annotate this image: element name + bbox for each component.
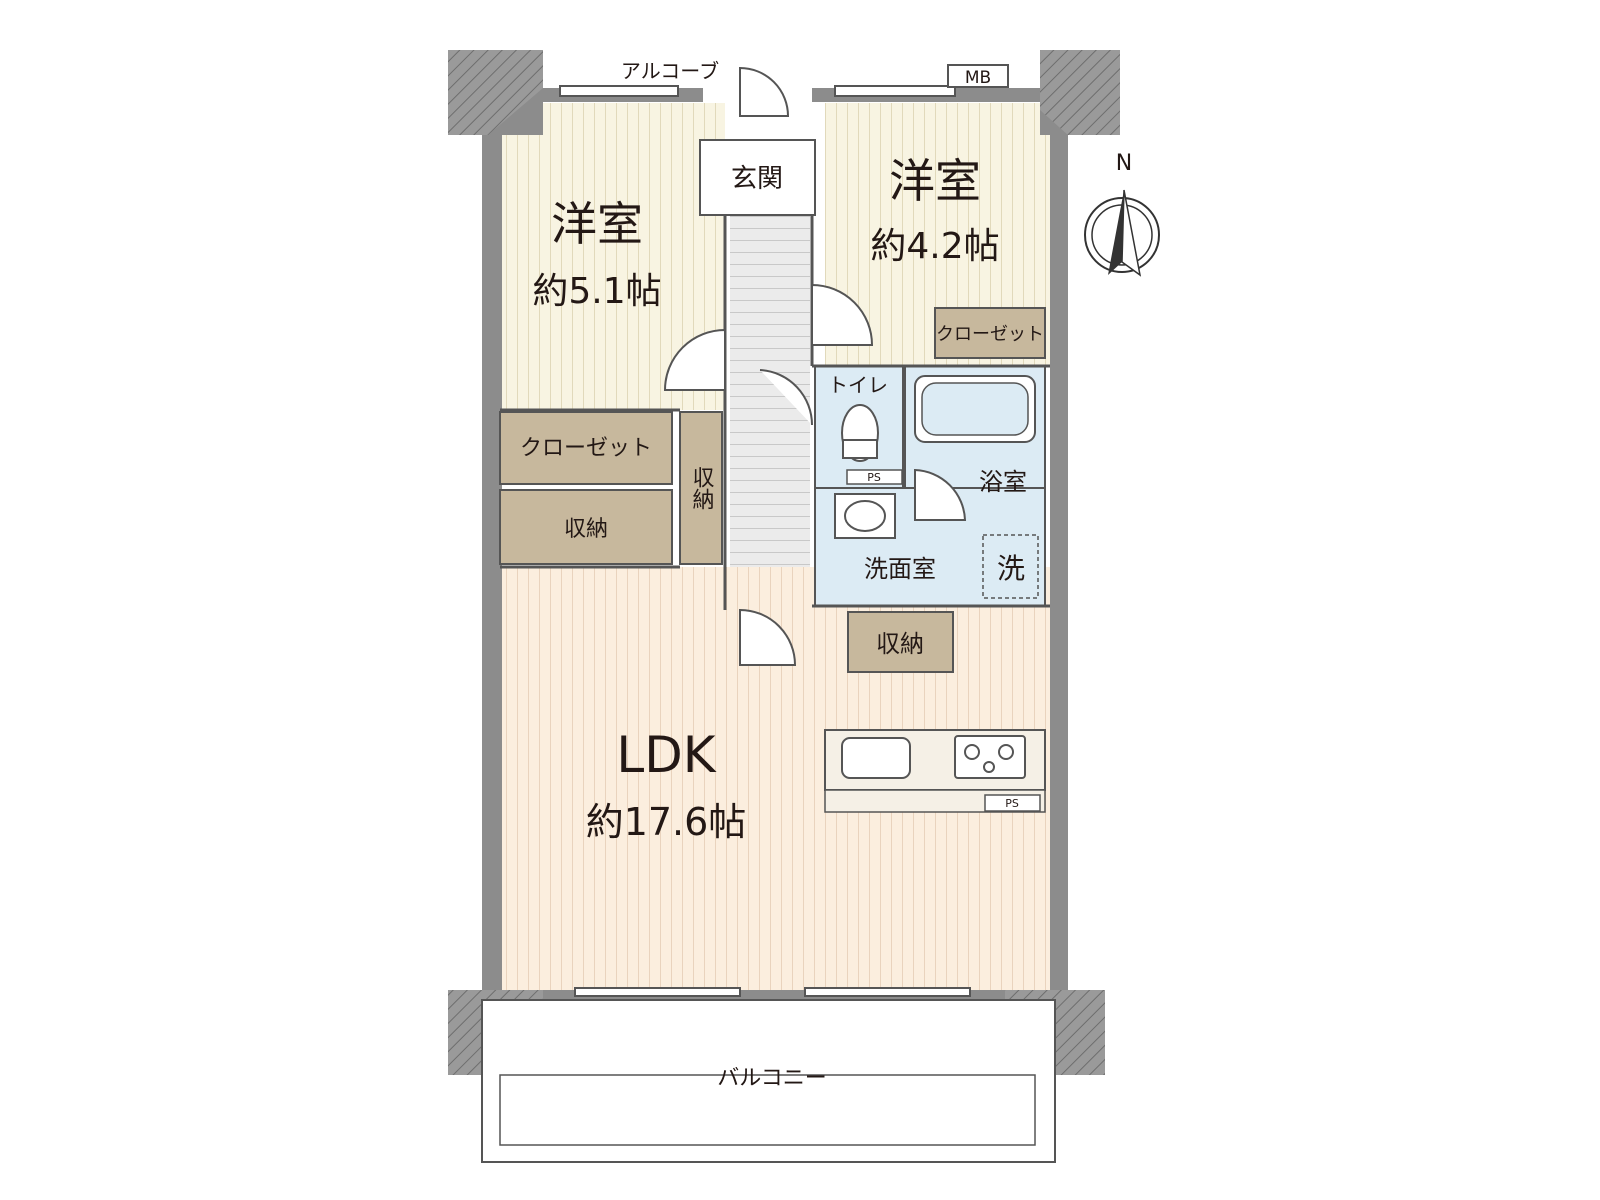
bedroom-left-size: 約5.1帖: [532, 271, 661, 312]
ps-box-toilet: [846, 469, 903, 485]
laundry-label: 洗: [997, 552, 1025, 585]
washbasin-icon: [834, 493, 896, 539]
ldk-name: LDK: [616, 726, 716, 784]
alcove-label: アルコーブ: [621, 59, 719, 83]
mb-label: MB: [965, 68, 991, 88]
interior-walls: [500, 215, 1050, 610]
storage-hall-label: 収納: [689, 466, 715, 510]
windows: [559, 85, 971, 997]
washroom-label: 洗面室: [864, 555, 936, 583]
bedroom-right-name: 洋室: [889, 154, 981, 208]
laundry-space: [982, 534, 1039, 599]
doors: [663, 66, 967, 666]
ps-kitchen-label: PS: [1005, 797, 1019, 810]
bathtub-inner: [921, 382, 1029, 436]
bath-label: 浴室: [979, 468, 1027, 496]
closet-right-label: クローゼット: [936, 324, 1044, 345]
closet-left-label: クローゼット: [520, 436, 652, 461]
compass-icon: N: [1084, 151, 1160, 277]
bedroom-left-name: 洋室: [551, 197, 643, 251]
ldk-size: 約17.6帖: [586, 800, 747, 844]
bedroom-right-size: 約4.2帖: [870, 226, 999, 267]
ps-box-kitchen: [984, 794, 1041, 812]
storage-ldk-label: 収納: [876, 630, 924, 658]
mb-box: [947, 64, 1009, 88]
storage-units: [499, 307, 1046, 673]
storage-left-label: 収納: [564, 517, 608, 542]
entrance-label: 玄関: [731, 164, 783, 194]
entrance-floor: [699, 139, 816, 216]
balcony: [481, 999, 1056, 1163]
compass-n-label: N: [1116, 151, 1132, 176]
hallway-floor: [730, 210, 810, 610]
toilet-label: トイレ: [828, 373, 888, 397]
balcony-inner: [499, 1074, 1036, 1146]
toilet-icon: [841, 404, 879, 462]
balcony-label: バルコニー: [717, 1066, 827, 1091]
sink-icon: [841, 737, 911, 779]
ps-toilet-label: PS: [867, 471, 881, 484]
stove-icon: [954, 735, 1026, 779]
